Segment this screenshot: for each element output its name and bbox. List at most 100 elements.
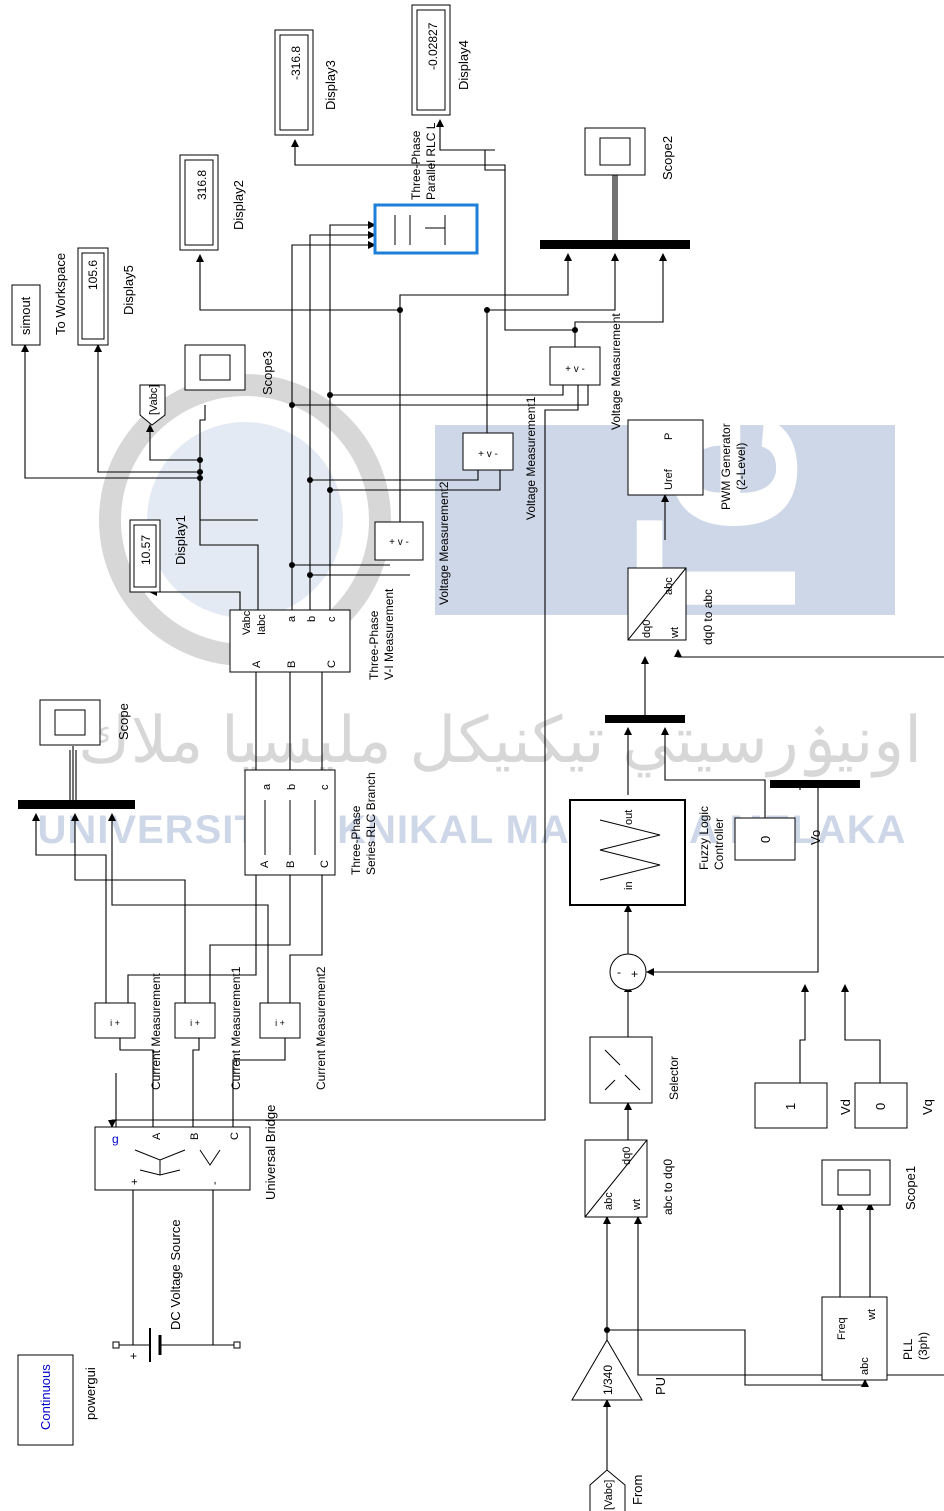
scope2-mux-bus [540,240,690,249]
vo-value: 0 [758,836,773,843]
to-workspace[interactable]: simout To Workspace [12,253,68,345]
display4[interactable]: -0.02827 Display4 [412,5,471,115]
dq-mux-bus [605,715,685,723]
display3[interactable]: -316.8 Display3 [275,30,338,135]
vi-port-B: B [286,661,298,668]
vm1-label: Voltage Measurement1 [524,396,538,520]
dq0-to-abc-port-wt: wt [669,627,681,639]
vi-port-c: c [326,616,338,622]
bridge-port-minus: - [209,1181,221,1185]
current-measurement2[interactable]: i + Current Measurement2 [260,966,328,1090]
display1-value: 10.57 [139,535,153,565]
scope1-icon [838,1170,870,1195]
pwm-label1: PWM Generator [719,423,733,510]
dq0-to-abc-label: dq0 to abc [701,589,715,645]
scope3[interactable]: Scope3 [185,345,275,395]
jawi-watermark: اونيۏرسيتي تيكنيكل مليسيا ملاك [78,704,922,778]
scope3-icon [200,355,230,380]
vq-label: Vq [920,1099,935,1115]
bridge-label: Universal Bridge [263,1105,278,1200]
rlc-parallel-label2: Parallel RLC L [424,122,438,200]
display3-value: -316.8 [289,46,303,80]
selector-label: Selector [667,1056,681,1100]
vo-label: Vo [808,830,823,845]
pll-port-freq: Freq [836,1317,848,1340]
bridge-port-g: g [112,1132,119,1146]
selector-block[interactable]: Selector [590,1037,681,1103]
rlc-series-port-A: A [259,860,271,868]
display2-label: Display2 [231,180,246,230]
cm0-sign: i + [110,1018,120,1028]
scope3-label: Scope3 [260,351,275,395]
pll-label1: PLL [901,1338,915,1360]
display4-label: Display4 [456,40,471,90]
vq-value: 0 [873,1103,888,1110]
three-phase-series-rlc-branch[interactable]: a b c A B C Three-Phase Series RLC Branc… [245,770,378,875]
cm2-label: Current Measurement2 [314,966,328,1090]
rlc-series-port-b: b [286,784,298,790]
rlc-series-port-c: c [319,784,331,790]
watermark: UTeM UNIVERSITI TEKNIKAL MALAYSIA MELAKA… [37,215,922,852]
current-measurement[interactable]: i + Current Measurement [95,973,163,1090]
display2-value: 316.8 [195,170,209,200]
rlc-series-port-a: a [261,783,273,790]
pll-block[interactable]: Freq wt abc PLL (3ph) [822,1297,930,1380]
vd-value: 1 [783,1103,798,1110]
dq0-to-abc-port-dq0: dq0 [641,620,653,638]
pwm-port-p: P [663,433,675,440]
vd-constant[interactable]: 1 Vd [755,1083,853,1128]
sum-block[interactable]: - + [610,954,646,990]
vi-port-C: C [326,660,338,668]
display5[interactable]: 105.6 Display5 [78,248,136,345]
three-phase-parallel-rlc-load[interactable]: Three-Phase Parallel RLC L [375,122,477,253]
vi-vabc: Vabc [241,610,253,635]
scope2-icon [600,138,630,165]
gain-block[interactable]: 1/340 PU [572,1340,668,1400]
vi-port-A: A [251,660,263,668]
powergui-value: Continuous [38,1364,53,1430]
vq-constant[interactable]: 0 Vq [855,1083,935,1128]
scope-mux-bus [18,800,135,809]
powergui-label: powergui [83,1367,98,1420]
gain-value: 1/340 [601,1365,615,1395]
pll-port-wt: wt [866,1309,878,1321]
scope[interactable]: Scope [40,700,131,745]
flc-port-out: out [623,810,635,825]
fuzzy-logic-controller[interactable]: in out Fuzzy Logic Controller [570,800,726,905]
cm0-label: Current Measurement [149,973,163,1090]
dc-source-plus: + [130,1349,137,1363]
powergui-block[interactable]: Continuous powergui [18,1355,98,1445]
flc-port-in: in [623,881,635,890]
to-workspace-value: simout [18,296,33,335]
vm2-label: Voltage Measurement2 [437,481,451,605]
vi-label1: Three-Phase [367,610,381,680]
pll-port-abc: abc [859,1357,871,1375]
rlc-parallel-label1: Three-Phase [409,130,423,200]
from-value: [Vabc] [603,1480,615,1510]
vd-label: Vd [838,1099,853,1115]
vm-label: Voltage Measurement [609,313,623,430]
vm1-sign: + v - [478,449,498,460]
dc-voltage-source[interactable]: + DC Voltage Source [113,1219,240,1363]
from-label: From [630,1475,645,1505]
vabc-goto-label: [Vabc] [148,385,160,415]
gain-label: PU [653,1377,668,1395]
rlc-series-label1: Three-Phase [349,805,363,875]
display2[interactable]: 316.8 Display2 [180,155,246,250]
from-block[interactable]: [Vabc] From [590,1470,645,1511]
vi-label2: V-I Measurement [382,588,396,680]
universal-bridge[interactable]: g A B C + - Universal Bridge [95,1105,278,1200]
bridge-port-plus: + [129,1179,141,1185]
vi-iabc: Iabc [256,614,268,635]
scope2[interactable]: Scope2 [585,128,675,180]
scope1[interactable]: Scope1 [822,1160,918,1210]
scope2-label: Scope2 [660,136,675,180]
vm2-sign: + v - [389,537,409,548]
pwm-label2: (2-Level) [734,443,748,490]
abc-to-dq0-block[interactable]: abc wt dq0 abc to dq0 [585,1140,675,1217]
bridge-port-c: C [229,1132,241,1140]
cm1-sign: i + [190,1018,200,1028]
to-workspace-label: To Workspace [53,253,68,335]
scope-label: Scope [116,703,131,740]
